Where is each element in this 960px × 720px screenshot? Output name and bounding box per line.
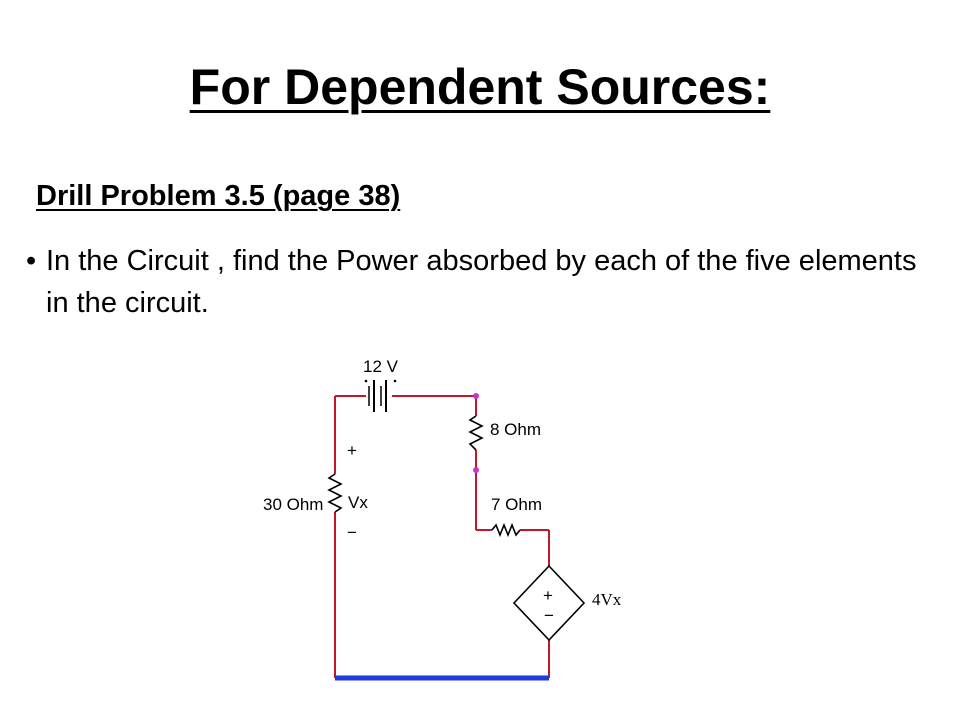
r-mid-label: 7 Ohm xyxy=(491,495,542,514)
battery-terminal-mark xyxy=(364,379,368,383)
r-top-label: 8 Ohm xyxy=(490,420,541,439)
dep-source-label: 4Vx xyxy=(592,590,622,609)
dep-plus-sign: + xyxy=(543,586,553,605)
resistor-30ohm-icon xyxy=(327,473,343,513)
bullet-item: • In the Circuit , find the Power absorb… xyxy=(18,240,938,324)
battery-icon xyxy=(368,380,387,412)
node-dot xyxy=(473,467,479,473)
problem-heading: Drill Problem 3.5 (page 38) xyxy=(36,180,401,212)
vx-plus-sign: + xyxy=(347,441,357,460)
resistor-7ohm-icon xyxy=(491,522,521,538)
circuit-wires xyxy=(334,395,550,678)
dependent-source-icon xyxy=(512,564,586,642)
dep-minus-sign: − xyxy=(544,606,554,625)
node-dot xyxy=(473,393,479,399)
source-label: 12 V xyxy=(363,357,399,376)
resistor-8ohm-icon xyxy=(468,415,484,451)
vx-minus-sign: − xyxy=(347,523,357,542)
slide-title: For Dependent Sources: xyxy=(189,59,771,115)
bullet-list: • In the Circuit , find the Power absorb… xyxy=(18,240,938,324)
battery-terminal-mark xyxy=(393,379,397,383)
bullet-icon: • xyxy=(26,245,37,277)
r-left-label: 30 Ohm xyxy=(263,495,323,514)
vx-label: Vx xyxy=(348,493,368,512)
bullet-text: In the Circuit , find the Power absorbed… xyxy=(46,245,917,319)
